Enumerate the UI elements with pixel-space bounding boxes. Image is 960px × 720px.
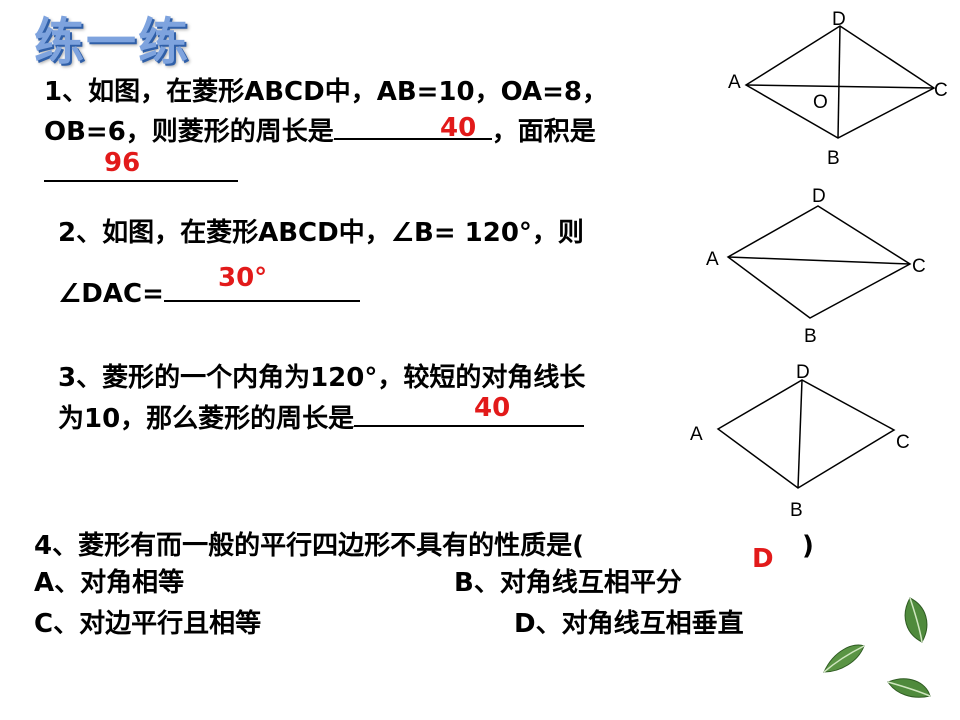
q1-line1: 1、如图，在菱形ABCD中，AB=10，OA=8， [44, 77, 609, 107]
figure3-label-b: B [790, 500, 803, 521]
leaf-icon-bottom [887, 678, 931, 698]
q1-answer-area: 96 [104, 148, 141, 178]
q1-blank-perimeter [333, 110, 492, 140]
leaf-icon-top [904, 597, 928, 643]
figure2-outline [726, 205, 912, 319]
q4-option-c: C、对边平行且相等 [34, 609, 262, 639]
figure1-rhombus: D A C O B [728, 9, 948, 169]
q3-line1: 3、菱形的一个内角为120°，较短的对角线长 [58, 363, 586, 393]
figure1-label-d: D [832, 9, 846, 30]
figure3-outline [716, 379, 896, 489]
q4-close-paren: ) [802, 531, 814, 561]
q4-stem: 4、菱形有而一般的平行四边形不具有的性质是( [34, 531, 584, 561]
figure3-diagonal-db [797, 379, 803, 489]
q3-blank [354, 397, 585, 427]
figure3-label-c: C [896, 432, 910, 453]
q1-line2: OB=6，则菱形的周长是 ，面积是 [44, 110, 596, 150]
q2-blank [163, 272, 360, 302]
figure2-rhombus: D A C B [706, 186, 926, 347]
q4-option-b: B、对角线互相平分 [454, 568, 682, 598]
q4-option-a: A、对角相等 [34, 568, 185, 598]
q1-line2-suffix: ，面积是 [491, 117, 596, 147]
q2-line1: 2、如图，在菱形ABCD中，∠B= 120°，则 [58, 218, 584, 248]
q1-answer-perimeter: 40 [440, 113, 477, 143]
q2-line2-prefix: ∠DAC= [58, 279, 164, 309]
q2-line2: ∠DAC= [58, 272, 360, 312]
figure2-label-c: C [912, 256, 926, 277]
figure1-diagonal-ac [745, 84, 935, 89]
figure2-label-b: B [804, 326, 817, 347]
figure1-label-c: C [934, 80, 948, 101]
leaf-icon-left [823, 644, 865, 673]
q1-line2-prefix: OB=6，则菱形的周长是 [44, 117, 334, 147]
figure2-diagonal-ac [727, 256, 911, 265]
q3-line2-prefix: 为10，那么菱形的周长是 [58, 404, 355, 434]
figure2-label-a: A [706, 249, 719, 270]
q3-line2: 为10，那么菱形的周长是 [58, 397, 585, 437]
leaf-icon [823, 597, 931, 698]
figure3-rhombus: D A C B [690, 362, 910, 521]
q2-answer: 30° [218, 263, 268, 293]
figure1-label-b: B [827, 148, 840, 169]
figure2-label-d: D [812, 186, 826, 207]
page-title: 练一练 [34, 13, 190, 71]
figure1-diagonal-bd [837, 25, 841, 139]
q4-answer: D [752, 544, 774, 574]
figure3-label-d: D [796, 362, 810, 383]
q4-option-d: D、对角线互相垂直 [514, 609, 744, 639]
figure1-label-o: O [813, 92, 828, 113]
q1-blank-area [44, 152, 238, 182]
figure3-label-a: A [690, 424, 703, 445]
figure1-label-a: A [728, 72, 741, 93]
q3-answer: 40 [474, 393, 511, 423]
